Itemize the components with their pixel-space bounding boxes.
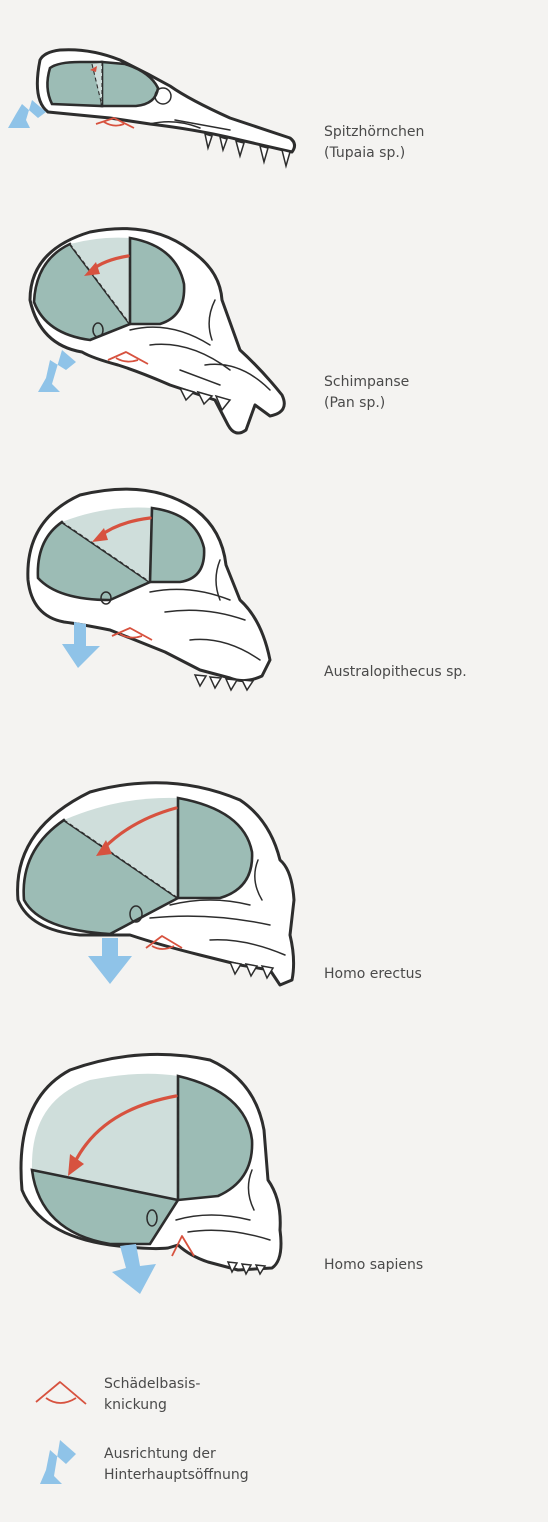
legend-line: Hinterhauptsöffnung <box>104 1467 249 1483</box>
red-angle-icon <box>35 1381 87 1405</box>
species-label-tupaia: Spitzhörnchen (Tupaia sp.) <box>324 122 424 164</box>
blue-arrow-icon <box>40 1440 76 1484</box>
skull-homo-sapiens <box>19 1052 283 1294</box>
species-label-homo-sapiens: Homo sapiens <box>324 1255 423 1276</box>
species-name: Homo sapiens <box>324 1257 424 1273</box>
legend-label-skull-base-flexion: Schädelbasis- knickung <box>104 1374 200 1416</box>
species-detail: (Tupaia sp.) <box>324 145 406 161</box>
legend-line: Schädelbasis- <box>104 1376 201 1392</box>
skull-tupaia <box>8 48 297 169</box>
legend-line: knickung <box>104 1397 167 1413</box>
species-detail: (Pan sp.) <box>324 395 386 411</box>
legend-line: Ausrichtung der <box>104 1446 216 1462</box>
species-name: Spitzhörnchen <box>324 124 425 140</box>
species-name: Australopithecus sp. <box>324 664 467 680</box>
skull-chimpanzee <box>28 227 286 435</box>
species-label-chimpanzee: Schimpanse (Pan sp.) <box>324 372 409 414</box>
species-name: Homo erectus <box>324 966 422 982</box>
species-label-australopithecus: Australopithecus sp. <box>324 662 467 683</box>
skull-homo-erectus <box>16 781 296 987</box>
species-label-homo-erectus: Homo erectus <box>324 964 422 985</box>
skull-australopithecus <box>26 487 272 692</box>
legend-label-foramen-orientation: Ausrichtung der Hinterhauptsöffnung <box>104 1444 249 1486</box>
species-name: Schimpanse <box>324 374 410 390</box>
